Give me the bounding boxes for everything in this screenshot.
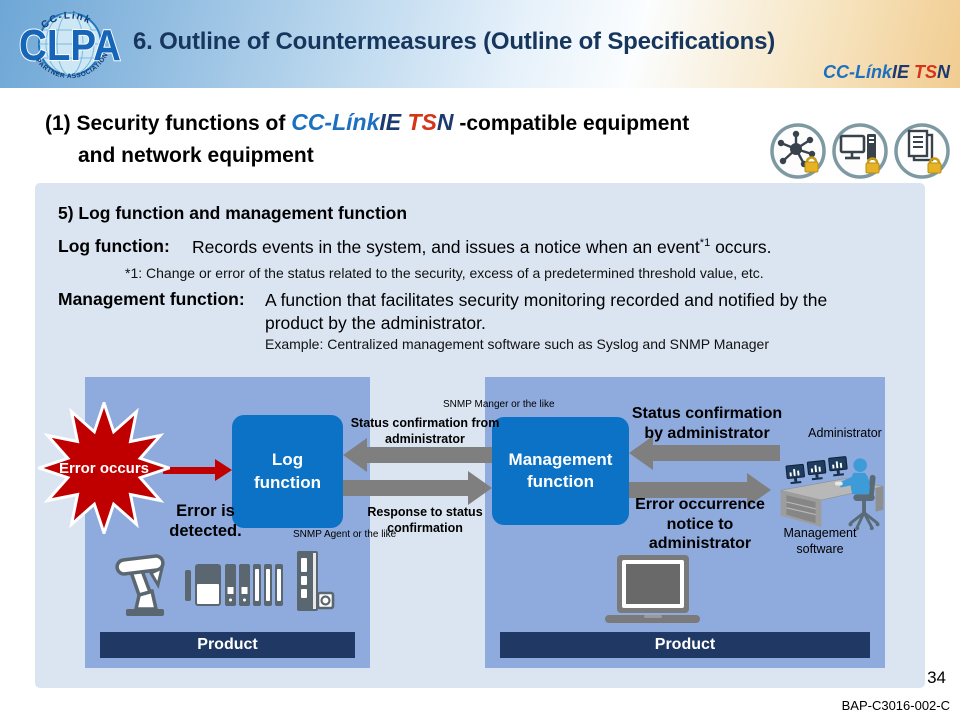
status-confirmation-from-admin-label: Status confirmation from administrator	[350, 416, 500, 446]
subtitle: (1) Security functions of CC-LínkIE TSN …	[45, 105, 785, 171]
arrow-mgmt-to-log-head	[343, 438, 367, 472]
starburst-shape	[38, 402, 170, 534]
arrow-mgmt-to-admin-head	[747, 473, 771, 507]
log-function-row: Log function: Records events in the syst…	[58, 236, 898, 259]
management-software-label: Management software	[783, 526, 857, 556]
clpa-logo: CC-Link CLPA PARTNER ASSOCIATION	[18, 10, 122, 80]
brand-ts: TS	[913, 62, 937, 82]
cclink-ie-tsn-inline-logo: CC-LínkIE TSN	[291, 109, 454, 135]
snmp-agent-note: SNMP Agent or the like	[293, 529, 397, 540]
servo-drive-icon	[297, 551, 335, 611]
arrow-log-to-mgmt-head	[468, 471, 492, 505]
arrow-admin-to-mgmt	[653, 445, 780, 461]
snmp-manager-note: SNMP Manger or the like	[443, 399, 555, 410]
error-arrow	[163, 467, 215, 474]
management-function-row: Management function: A function that fac…	[58, 289, 903, 335]
laptop-icon	[605, 555, 700, 623]
product-bar-right: Product	[500, 632, 870, 658]
error-burst: Error occurs	[38, 402, 170, 534]
cclink-ie-tsn-logo: CC-LínkIE TSN	[823, 62, 950, 83]
footnote: *1: Change or error of the status relate…	[125, 265, 764, 281]
brand-n: N	[937, 62, 950, 82]
brand-ie: IE	[891, 62, 909, 82]
subtitle-line2: and network equipment	[78, 143, 314, 167]
error-burst-label: Error occurs	[58, 459, 150, 477]
page-title: 6. Outline of Countermeasures (Outline o…	[133, 28, 776, 55]
plc-modules-icon	[185, 564, 283, 606]
lock-icon	[927, 157, 942, 174]
administrator-label: Administrator	[808, 426, 882, 440]
arrow-admin-to-mgmt-head	[629, 436, 653, 470]
error-arrow-head	[215, 459, 232, 481]
network-lock-icon	[770, 123, 826, 179]
computer-lock-icon	[832, 123, 888, 179]
lock-icon	[865, 157, 880, 174]
log-function-text: Records events in the system, and issues…	[192, 237, 772, 257]
content-panel: 5) Log function and management function …	[35, 183, 925, 688]
header-banner: CC-Link CLPA PARTNER ASSOCIATION 6. Outl…	[0, 0, 960, 88]
subtitle-line1: (1) Security functions of CC-LínkIE TSN …	[45, 109, 690, 135]
status-confirmation-by-admin-label: Status confirmation by administrator	[631, 405, 783, 442]
management-function-box: Management function	[492, 417, 629, 525]
clpa-letters: CLPA	[19, 21, 121, 70]
arrow-log-to-mgmt	[343, 480, 468, 496]
log-function-box: Log function	[232, 415, 343, 528]
example-text: Example: Centralized management software…	[265, 336, 769, 352]
document-code: BAP-C3016-002-C	[841, 698, 950, 713]
product-bar-left: Product	[100, 632, 355, 658]
error-detected-label: Error is detected.	[169, 502, 242, 541]
arrow-mgmt-to-log	[367, 447, 492, 463]
lock-icon	[804, 156, 819, 173]
administrator-at-desk-illustration	[780, 456, 884, 531]
section-heading: 5) Log function and management function	[58, 203, 408, 223]
brand-cc: CC-Línk	[822, 62, 892, 82]
error-occurrence-notice-label: Error occurrence notice to administrator	[635, 496, 765, 553]
log-function-label: Log function:	[58, 236, 170, 256]
arrow-mgmt-to-admin	[629, 482, 747, 498]
management-function-label: Management function:	[58, 289, 245, 309]
document-lock-icon	[894, 123, 950, 179]
security-icons	[768, 120, 952, 182]
management-function-text: A function that facilitates security mon…	[265, 290, 828, 334]
footnote-marker: *1	[699, 237, 711, 250]
page-number: 34	[927, 668, 946, 687]
response-to-status-label: Response to status confirmation	[367, 505, 483, 535]
robot-arm-icon	[115, 554, 165, 616]
